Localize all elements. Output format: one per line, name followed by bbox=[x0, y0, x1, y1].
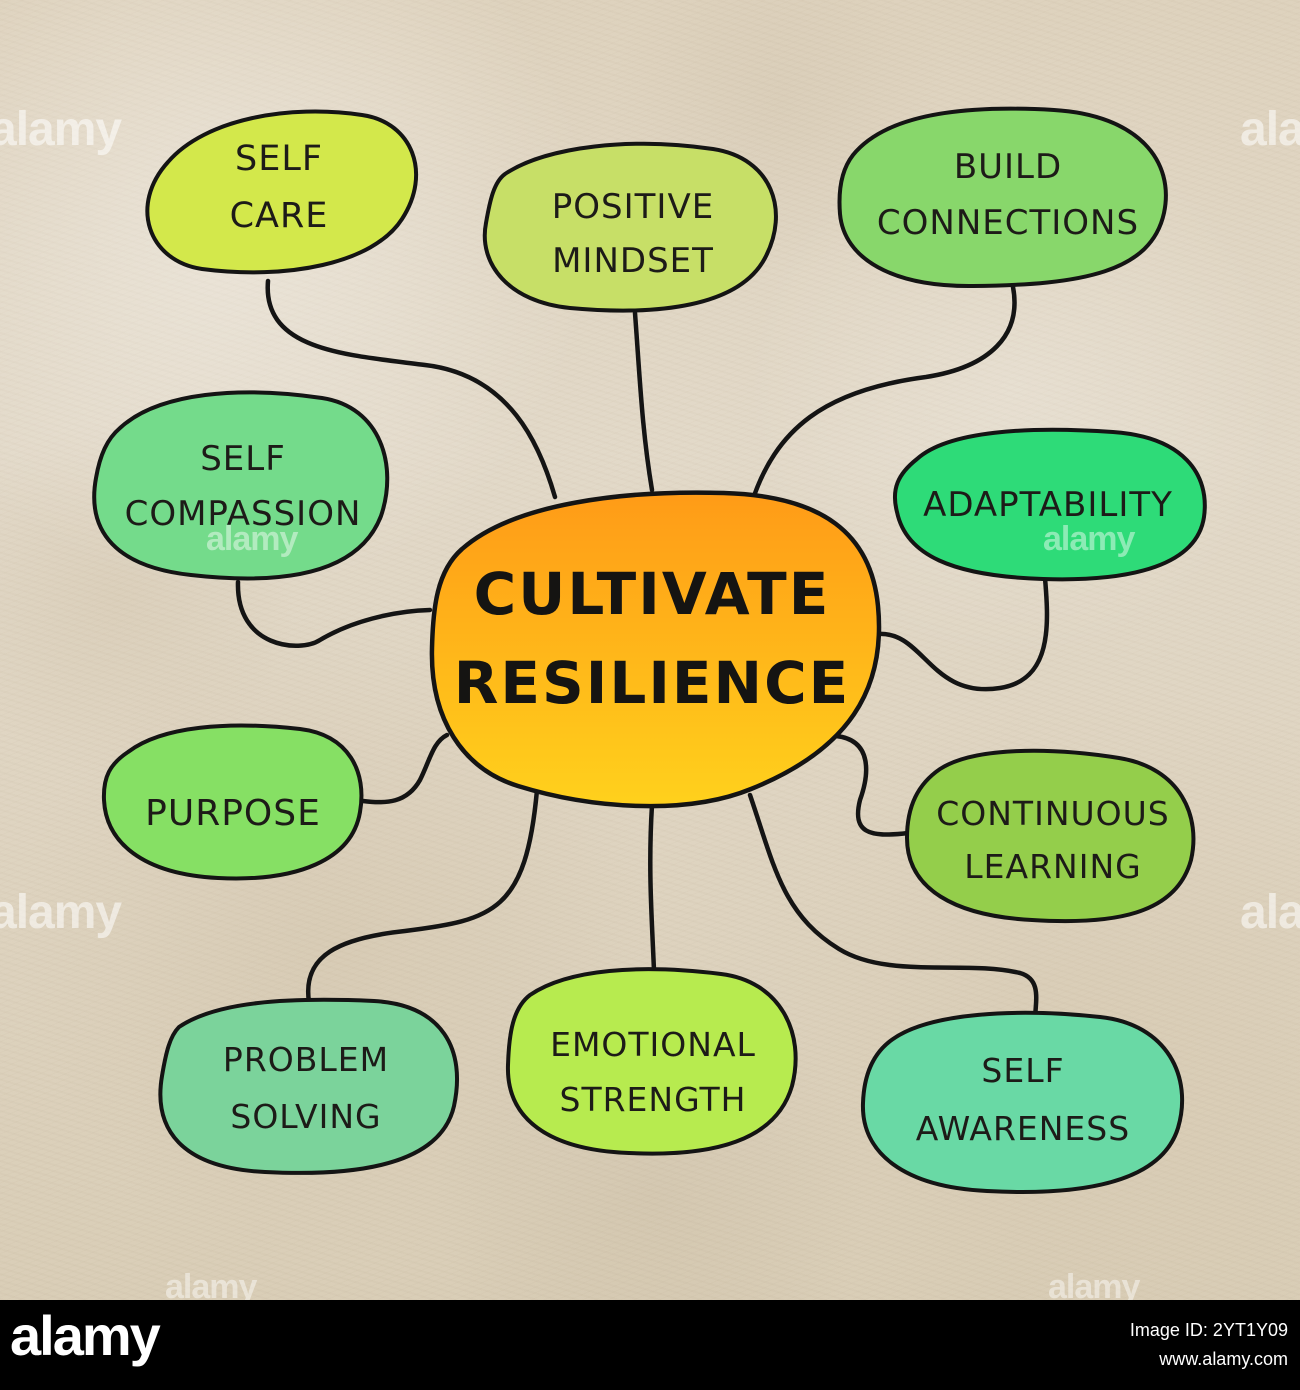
self-compassion-line-1: SELF bbox=[200, 439, 286, 479]
center-line-1: CULTIVATE bbox=[474, 560, 831, 628]
svg-text:CONTINUOUS: CONTINUOUS bbox=[936, 794, 1170, 833]
watermark-right-mid: alamy bbox=[1043, 520, 1135, 558]
svg-text:SELF: SELF bbox=[981, 1051, 1064, 1090]
self-awareness-bubble bbox=[860, 1010, 1184, 1194]
purpose-bubble bbox=[101, 723, 364, 881]
node-continuous-learning: CONTINUOUS LEARNING bbox=[904, 748, 1196, 924]
connector-adaptability bbox=[874, 575, 1050, 692]
node-self-awareness: SELF AWARENESS bbox=[860, 1010, 1184, 1194]
watermark-bottom-right: alamy bbox=[1048, 1268, 1140, 1306]
svg-text:LEARNING: LEARNING bbox=[964, 847, 1141, 886]
svg-text:AWARENESS: AWARENESS bbox=[916, 1109, 1130, 1148]
watermark-bottom-left: alamy bbox=[165, 1268, 257, 1306]
node-self-care: SELF CARE bbox=[145, 109, 419, 275]
svg-text:EMOTIONAL: EMOTIONAL bbox=[550, 1025, 756, 1064]
center-line-2: RESILIENCE bbox=[454, 649, 851, 717]
bottom-logo: alamy bbox=[10, 1304, 161, 1367]
svg-text:CARE: CARE bbox=[230, 196, 329, 236]
problem-solving-line-2: SOLVING bbox=[230, 1097, 381, 1136]
svg-text:PROBLEM: PROBLEM bbox=[223, 1040, 389, 1079]
node-adaptability: ADAPTABILITY bbox=[892, 427, 1207, 582]
svg-text:SOLVING: SOLVING bbox=[230, 1097, 381, 1136]
center-bubble bbox=[429, 490, 882, 809]
connector-self-awareness bbox=[747, 792, 1039, 1029]
self-compassion-line-2: COMPASSION bbox=[125, 494, 362, 534]
continuous-learning-bubble bbox=[904, 748, 1196, 924]
svg-text:ADAPTABILITY: ADAPTABILITY bbox=[923, 485, 1173, 525]
self-awareness-line-1: SELF bbox=[981, 1051, 1064, 1090]
watermark-top-left: alamy bbox=[0, 103, 122, 156]
connector-self-care bbox=[265, 278, 558, 500]
connector-purpose bbox=[360, 732, 450, 805]
watermark-mid-left: alamy bbox=[0, 886, 122, 939]
svg-text:STRENGTH: STRENGTH bbox=[560, 1080, 747, 1119]
build-connections-line-2: CONNECTIONS bbox=[877, 203, 1139, 243]
self-care-bubble bbox=[145, 109, 419, 275]
emotional-strength-bubble bbox=[505, 967, 798, 1156]
connector-continuous-learning bbox=[833, 733, 911, 837]
positive-mindset-bubble bbox=[482, 141, 778, 313]
svg-text:BUILD: BUILD bbox=[954, 147, 1062, 187]
center-node: CULTIVATE RESILIENCE bbox=[429, 490, 882, 809]
connector-self-compassion bbox=[235, 579, 433, 648]
site-label: www.alamy.com bbox=[1159, 1348, 1288, 1369]
mind-map: SELF CARE POSITIVE MINDSET BUILD CONNECT… bbox=[92, 106, 1207, 1194]
node-problem-solving: PROBLEM SOLVING bbox=[158, 997, 459, 1175]
svg-text:CONNECTIONS: CONNECTIONS bbox=[877, 203, 1139, 243]
svg-text:CULTIVATE: CULTIVATE bbox=[474, 560, 831, 628]
svg-text:SELF: SELF bbox=[235, 139, 323, 179]
emotional-strength-line-1: EMOTIONAL bbox=[550, 1025, 756, 1064]
node-positive-mindset: POSITIVE MINDSET bbox=[482, 141, 778, 313]
connection-lines bbox=[235, 278, 1050, 1029]
connector-positive-mindset bbox=[632, 310, 655, 493]
svg-text:RESILIENCE: RESILIENCE bbox=[454, 649, 851, 717]
continuous-learning-line-2: LEARNING bbox=[964, 847, 1141, 886]
problem-solving-bubble bbox=[158, 997, 459, 1175]
svg-text:PURPOSE: PURPOSE bbox=[145, 793, 321, 834]
watermark-left-mid: alamy bbox=[206, 520, 298, 558]
emotional-strength-line-2: STRENGTH bbox=[560, 1080, 747, 1119]
build-connections-line-1: BUILD bbox=[954, 147, 1062, 187]
continuous-learning-line-1: CONTINUOUS bbox=[936, 794, 1170, 833]
node-purpose: PURPOSE bbox=[101, 723, 364, 881]
svg-text:COMPASSION: COMPASSION bbox=[125, 494, 362, 534]
build-connections-bubble bbox=[837, 106, 1168, 289]
node-emotional-strength: EMOTIONAL STRENGTH bbox=[505, 967, 798, 1156]
bottom-meta: Image ID: 2YT1Y09 www.alamy.com bbox=[1130, 1316, 1288, 1374]
node-self-compassion: SELF COMPASSION bbox=[92, 390, 390, 581]
positive-mindset-line-2: MINDSET bbox=[552, 241, 714, 281]
node-build-connections: BUILD CONNECTIONS bbox=[837, 106, 1168, 289]
image-id-label: Image ID: 2YT1Y09 bbox=[1129, 1320, 1288, 1340]
adaptability-line-1: ADAPTABILITY bbox=[923, 485, 1173, 525]
adaptability-bubble bbox=[892, 427, 1207, 582]
watermark-top-right: alamy bbox=[1240, 103, 1300, 156]
svg-text:SELF: SELF bbox=[200, 439, 286, 479]
svg-text:POSITIVE: POSITIVE bbox=[552, 187, 714, 227]
self-care-line-1: SELF bbox=[235, 139, 323, 179]
bottom-bar: alamy Image ID: 2YT1Y09 www.alamy.com bbox=[0, 1300, 1300, 1390]
watermark-mid-right: alamy bbox=[1240, 886, 1300, 939]
connector-problem-solving bbox=[305, 787, 540, 1005]
positive-mindset-line-1: POSITIVE bbox=[552, 187, 714, 227]
self-compassion-bubble bbox=[92, 390, 390, 581]
svg-text:MINDSET: MINDSET bbox=[552, 241, 714, 281]
self-awareness-line-2: AWARENESS bbox=[916, 1109, 1130, 1148]
self-care-line-2: CARE bbox=[230, 196, 329, 236]
connector-build-connections bbox=[748, 284, 1017, 508]
connector-emotional-strength bbox=[648, 802, 657, 974]
problem-solving-line-1: PROBLEM bbox=[223, 1040, 389, 1079]
purpose-line-1: PURPOSE bbox=[145, 793, 321, 834]
